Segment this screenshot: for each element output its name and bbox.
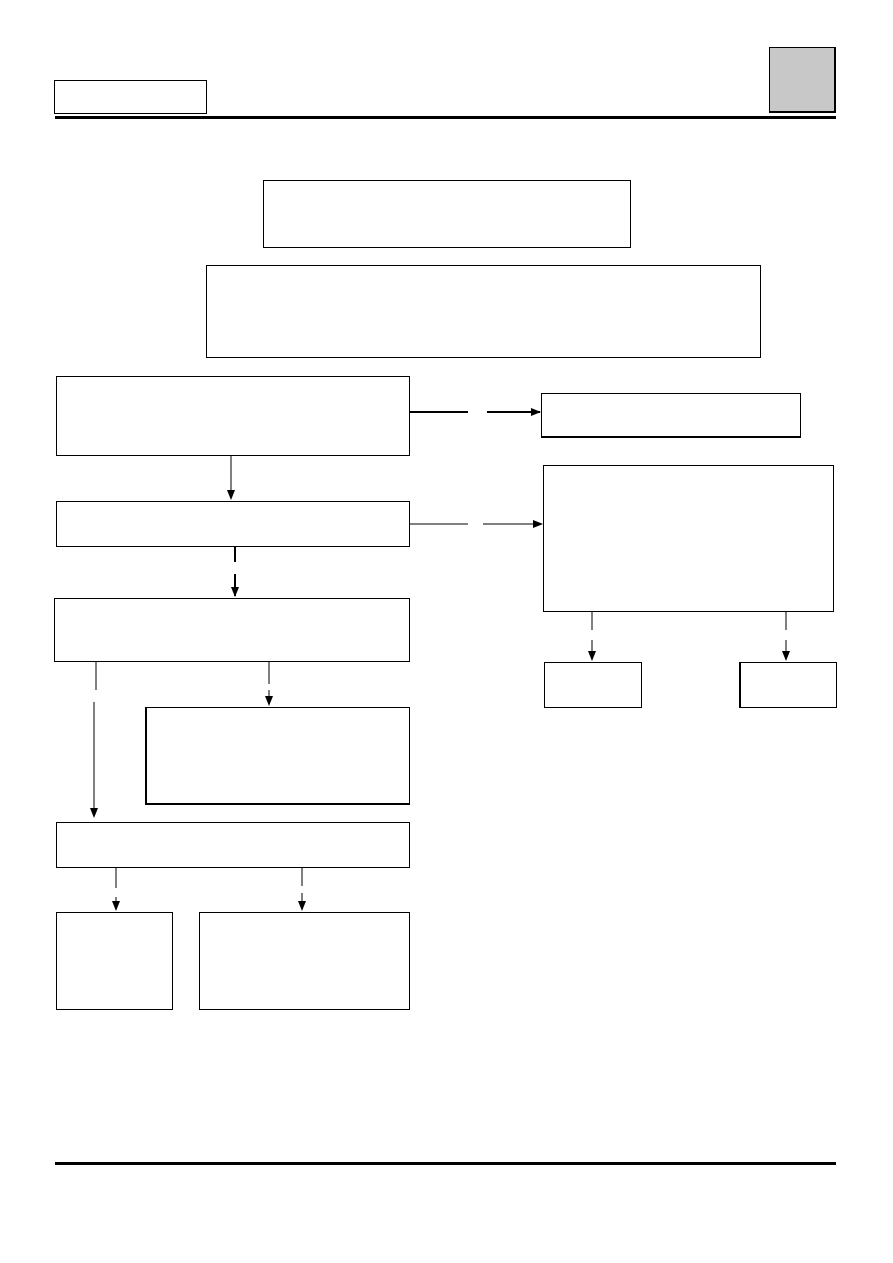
header-rule: [55, 116, 836, 119]
outcome-left-box: [56, 912, 173, 1010]
side-outcome-right-box: [739, 662, 837, 708]
outcome-right-box: [199, 912, 410, 1010]
side-outcome-left-box: [544, 662, 642, 708]
step-4-box: [56, 822, 410, 868]
header-label-box: [54, 80, 207, 114]
step-2-box: [56, 501, 410, 547]
title-box: [263, 180, 631, 248]
step-3-box: [54, 598, 410, 662]
step-1-box: [56, 376, 410, 456]
intro-box: [206, 265, 761, 358]
footer-rule: [55, 1162, 836, 1165]
section-tab: [769, 47, 836, 113]
step-2-side-detail-box: [543, 465, 834, 612]
step-1-side-result-box: [541, 393, 801, 438]
step-3-detail-box: [145, 707, 410, 805]
